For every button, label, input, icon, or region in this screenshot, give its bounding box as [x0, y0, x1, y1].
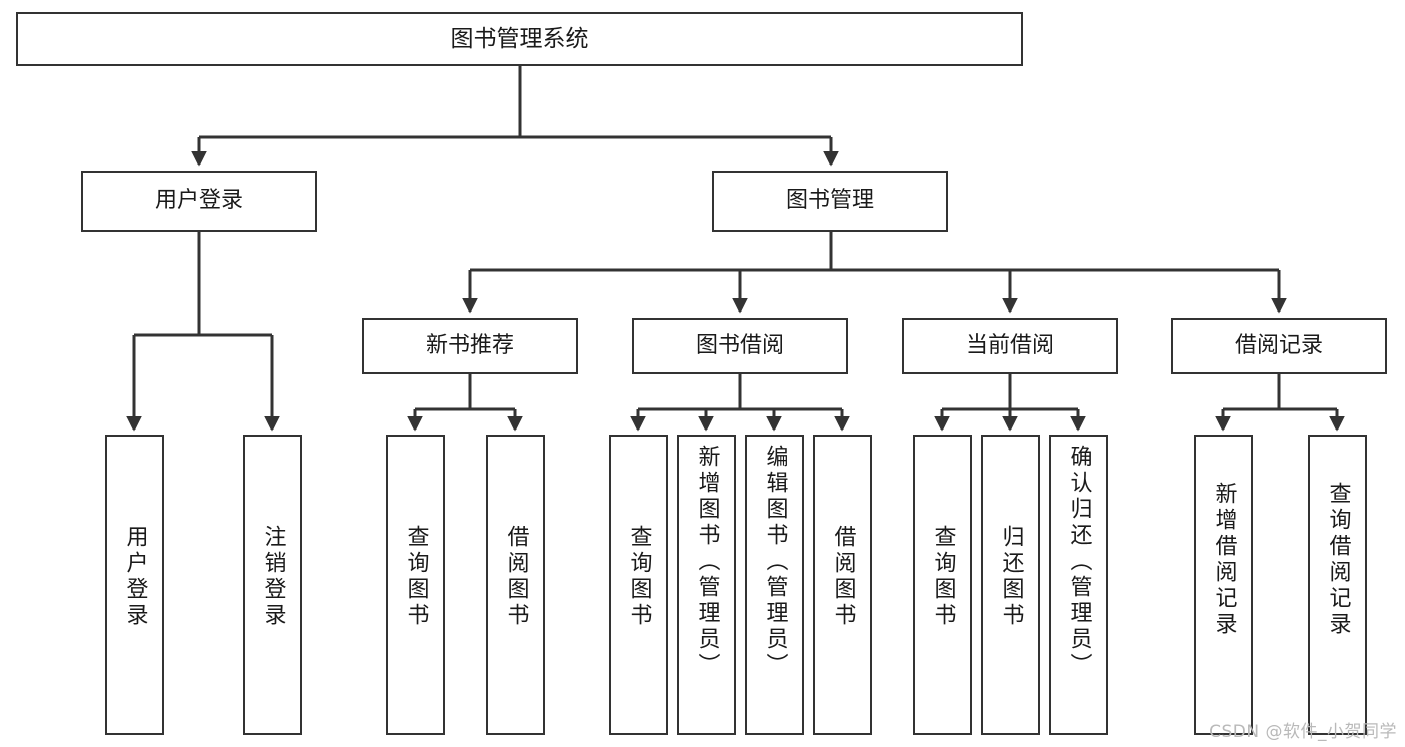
node-root[interactable]: 图书管理系统	[16, 12, 1023, 66]
node-new-book-recommend[interactable]: 新书推荐	[362, 318, 578, 374]
node-leaf-query-book-1-label: 查询图书	[403, 525, 429, 629]
node-current-borrow[interactable]: 当前借阅	[902, 318, 1118, 374]
node-leaf-logout-label: 注销登录	[260, 525, 286, 629]
node-leaf-query-book-3[interactable]: 查询图书	[913, 435, 972, 735]
node-leaf-borrow-book-2[interactable]: 借阅图书	[813, 435, 872, 735]
node-book-borrow[interactable]: 图书借阅	[632, 318, 848, 374]
node-leaf-borrow-book-2-label: 借阅图书	[830, 525, 856, 629]
node-leaf-query-book-2[interactable]: 查询图书	[609, 435, 668, 735]
node-book-management-label: 图书管理	[785, 188, 874, 214]
node-leaf-add-record-label: 新增借阅记录	[1211, 482, 1237, 638]
node-user-login[interactable]: 用户登录	[81, 171, 317, 232]
node-borrow-record-label: 借阅记录	[1234, 332, 1323, 358]
node-user-login-label: 用户登录	[154, 188, 243, 214]
node-leaf-add-book-label: 新增图书（管理员）	[694, 445, 720, 679]
node-current-borrow-label: 当前借阅	[965, 332, 1054, 358]
node-leaf-logout[interactable]: 注销登录	[243, 435, 302, 735]
node-leaf-borrow-book-1-label: 借阅图书	[503, 525, 529, 629]
node-leaf-confirm-return-label: 确认归还（管理员）	[1066, 445, 1092, 679]
watermark-text: CSDN @软件_小贺同学	[1209, 722, 1397, 742]
node-leaf-return-book-label: 归还图书	[998, 525, 1024, 629]
node-book-management[interactable]: 图书管理	[712, 171, 948, 232]
node-book-borrow-label: 图书借阅	[695, 332, 784, 358]
node-leaf-user-login-label: 用户登录	[122, 525, 148, 629]
node-leaf-edit-book-label: 编辑图书（管理员）	[762, 445, 788, 679]
node-borrow-record[interactable]: 借阅记录	[1171, 318, 1387, 374]
node-leaf-return-book[interactable]: 归还图书	[981, 435, 1040, 735]
node-leaf-edit-book[interactable]: 编辑图书（管理员）	[745, 435, 804, 735]
node-leaf-query-record[interactable]: 查询借阅记录	[1308, 435, 1367, 735]
node-leaf-borrow-book-1[interactable]: 借阅图书	[486, 435, 545, 735]
node-root-label: 图书管理系统	[450, 25, 589, 52]
node-leaf-query-book-3-label: 查询图书	[930, 525, 956, 629]
node-new-book-recommend-label: 新书推荐	[425, 332, 514, 358]
node-leaf-confirm-return[interactable]: 确认归还（管理员）	[1049, 435, 1108, 735]
node-leaf-query-book-1[interactable]: 查询图书	[386, 435, 445, 735]
node-leaf-user-login[interactable]: 用户登录	[105, 435, 164, 735]
node-leaf-add-record[interactable]: 新增借阅记录	[1194, 435, 1253, 735]
node-leaf-query-record-label: 查询借阅记录	[1325, 482, 1351, 638]
node-leaf-add-book[interactable]: 新增图书（管理员）	[677, 435, 736, 735]
node-leaf-query-book-2-label: 查询图书	[626, 525, 652, 629]
